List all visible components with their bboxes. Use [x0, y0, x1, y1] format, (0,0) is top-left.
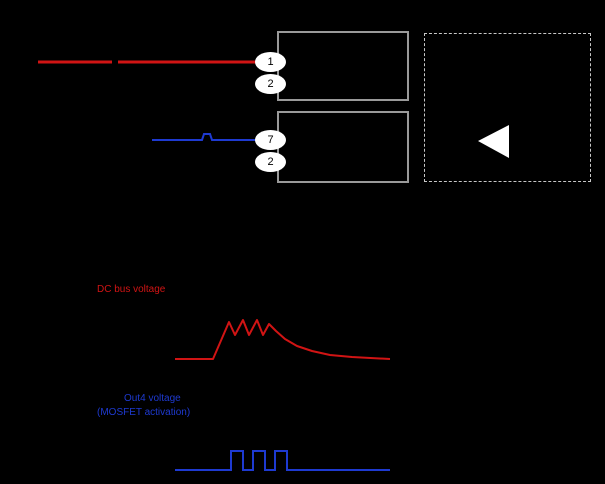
- mosfet-activation-label: (MOSFET activation): [97, 407, 191, 418]
- pin-bottom-7-label: 7: [267, 133, 274, 146]
- pin-top-2-label: 2: [267, 77, 274, 90]
- module-box-bottom: [277, 111, 409, 183]
- pin-top-2: 2: [255, 74, 286, 94]
- module-box-top: [277, 31, 409, 101]
- pin-bottom-7: 7: [255, 130, 286, 150]
- out4-voltage-trace: [175, 450, 390, 471]
- dc-bus-voltage-trace: [175, 319, 391, 360]
- pin-bottom-2-label: 2: [267, 155, 274, 168]
- out4-voltage-label: Out4 voltage: [124, 393, 181, 404]
- out4-wire: [152, 133, 258, 141]
- pin-bottom-2: 2: [255, 152, 286, 172]
- left-arrow-icon: [478, 125, 509, 158]
- dc-bus-voltage-label: DC bus voltage: [97, 284, 166, 295]
- detail-callout-box: [424, 33, 591, 182]
- pin-top-1-label: 1: [267, 55, 274, 68]
- pin-top-1: 1: [255, 52, 286, 72]
